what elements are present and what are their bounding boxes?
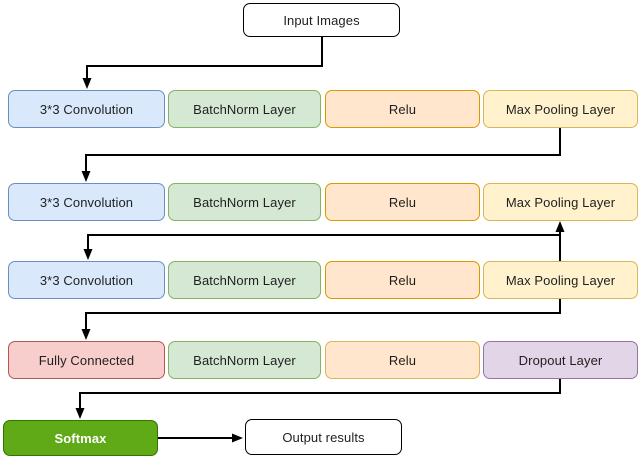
node-relu-row4: Relu <box>325 341 480 379</box>
arrowhead-into-conv3 <box>83 249 93 260</box>
node-batchnorm-row1: BatchNorm Layer <box>168 90 321 128</box>
node-batchnorm-row4: BatchNorm Layer <box>168 341 321 379</box>
arrowhead-into-softmax <box>75 408 85 419</box>
node-batchnorm-row3: BatchNorm Layer <box>168 261 321 299</box>
edge-input-to-conv1 <box>86 37 323 80</box>
node-softmax: Softmax <box>3 420 158 456</box>
node-3x3-convolution-row1: 3*3 Convolution <box>8 90 165 128</box>
node-output-results: Output results <box>245 419 402 455</box>
node-maxpooling-row2: Max Pooling Layer <box>483 183 638 221</box>
edge-to-conv3 <box>87 234 560 251</box>
node-maxpooling-row1: Max Pooling Layer <box>483 90 638 128</box>
arrowhead-into-output <box>232 433 243 443</box>
node-input-images: Input Images <box>243 3 400 37</box>
arrowhead-into-maxpool2 <box>555 221 565 232</box>
arrowhead-into-conv1 <box>82 78 92 89</box>
arrowhead-into-fc <box>81 329 91 340</box>
node-3x3-convolution-row3: 3*3 Convolution <box>8 261 165 299</box>
edge-dropout-to-softmax <box>79 379 561 410</box>
edge-maxpool3-to-fc <box>85 299 561 331</box>
node-relu-row2: Relu <box>325 183 480 221</box>
node-maxpooling-row3: Max Pooling Layer <box>483 261 638 299</box>
node-relu-row3: Relu <box>325 261 480 299</box>
node-batchnorm-row2: BatchNorm Layer <box>168 183 321 221</box>
node-dropout-layer: Dropout Layer <box>483 341 638 379</box>
node-fully-connected: Fully Connected <box>8 341 165 379</box>
node-3x3-convolution-row2: 3*3 Convolution <box>8 183 165 221</box>
edge-maxpool1-to-conv2 <box>85 128 561 173</box>
node-relu-row1: Relu <box>325 90 480 128</box>
arrowhead-into-conv2 <box>81 171 91 182</box>
